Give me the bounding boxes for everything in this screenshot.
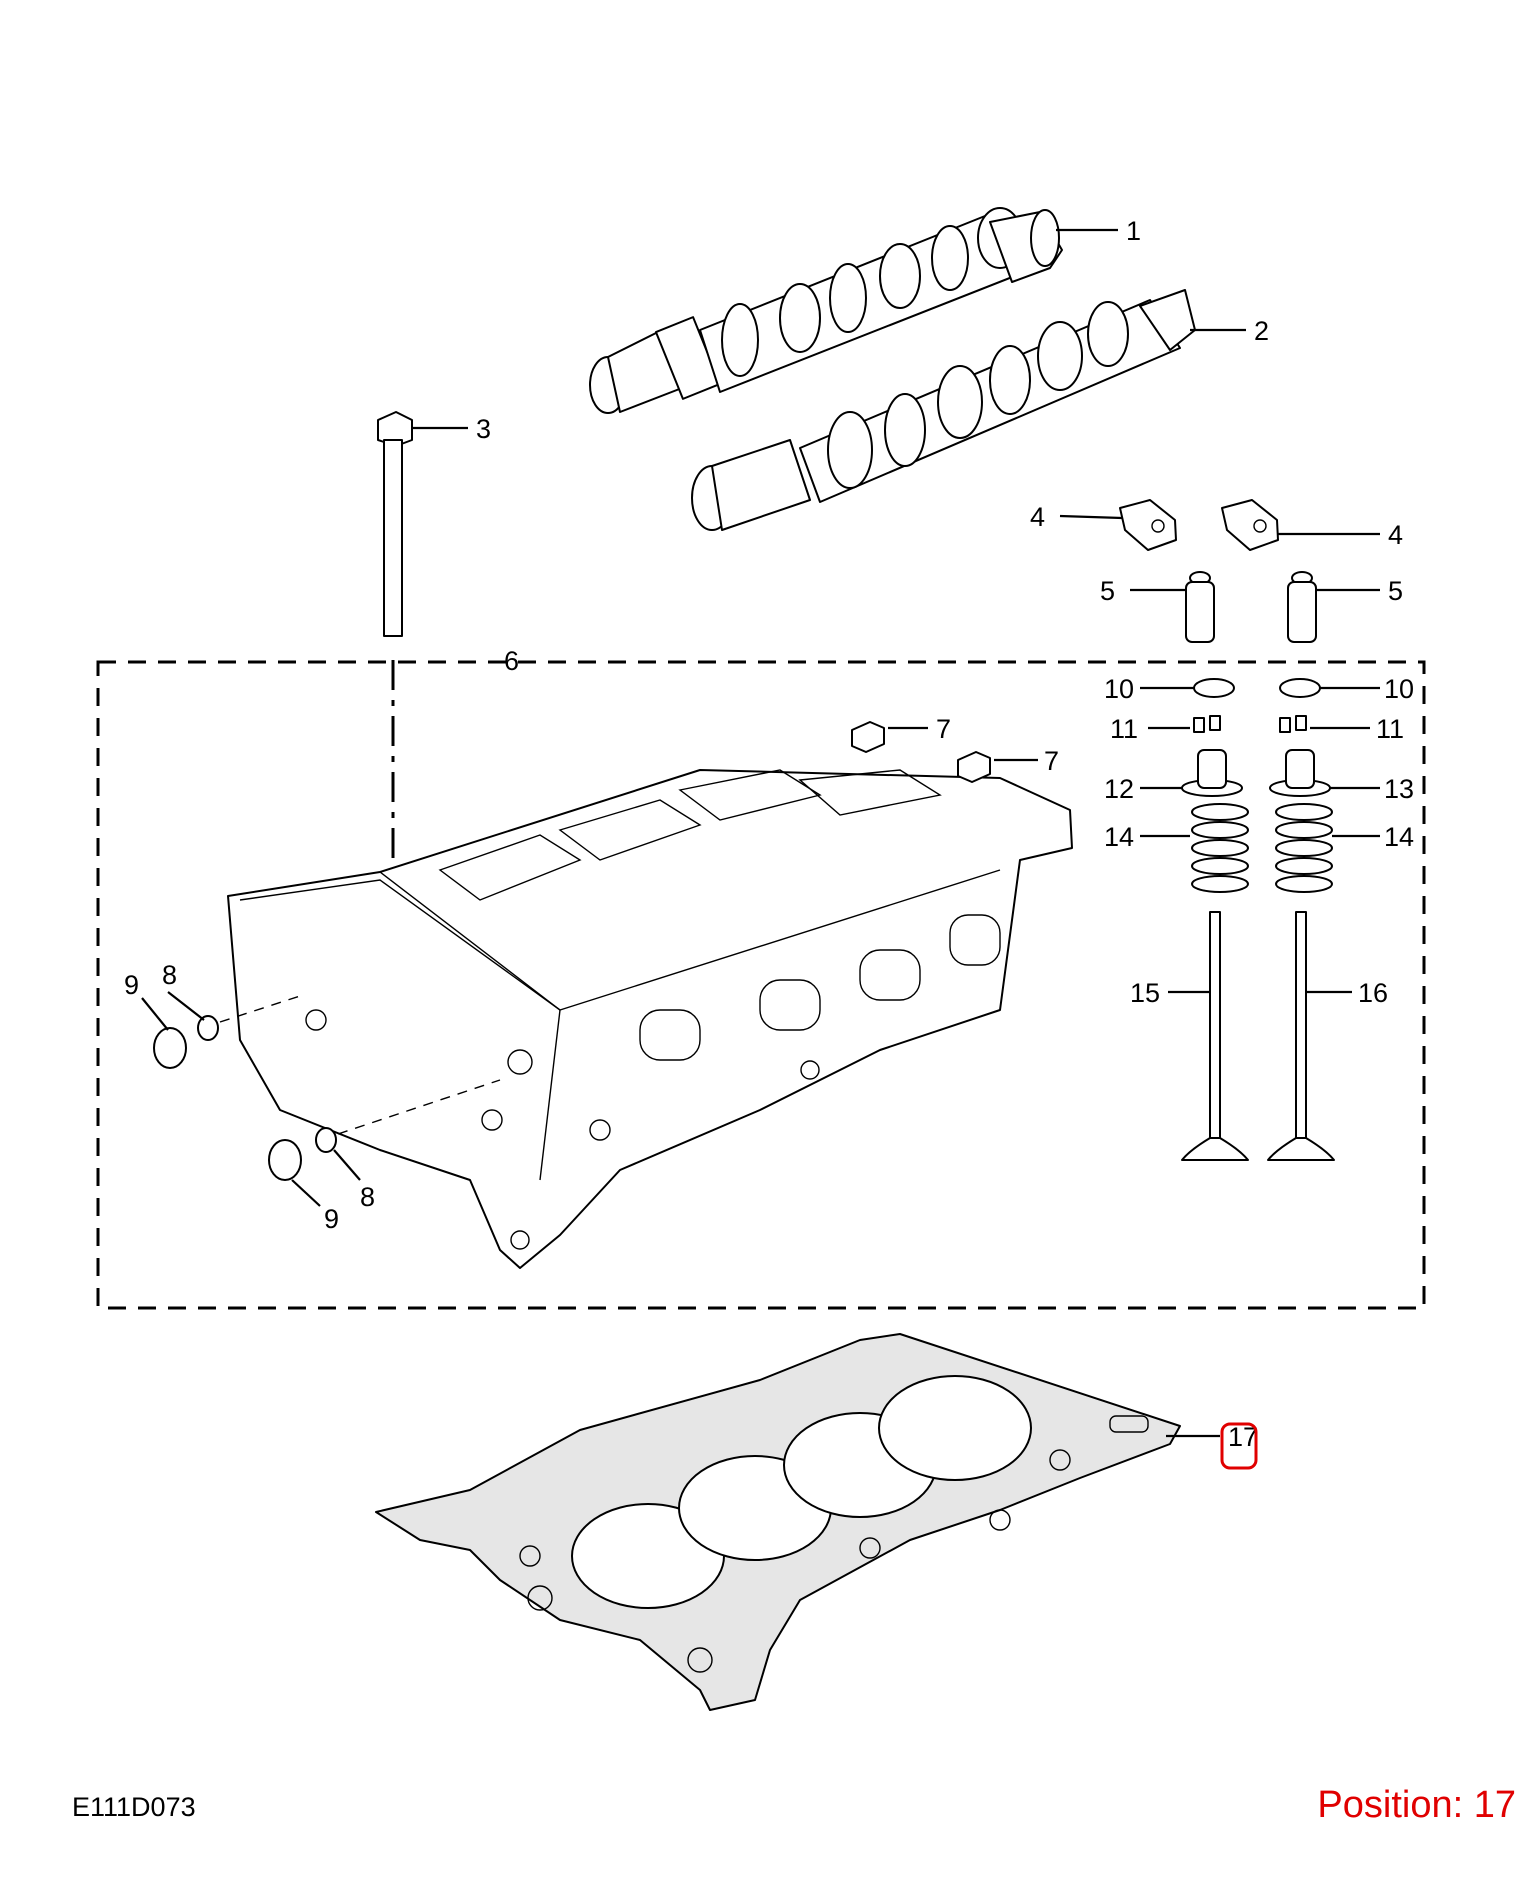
callout-14-right: 14 [1384, 822, 1414, 852]
callout-5-right: 5 [1388, 576, 1403, 606]
rocker-arm-left[interactable] [1119, 499, 1177, 551]
callout-11-left: 11 [1110, 714, 1138, 744]
valve-keepers-left[interactable] [1193, 715, 1221, 733]
callout-2: 2 [1254, 316, 1269, 346]
cylinder-head[interactable] [227, 769, 1073, 1269]
cylinder-head-bolt[interactable] [377, 411, 413, 637]
callout-3: 3 [476, 414, 491, 444]
hydraulic-lifter-right[interactable] [1287, 571, 1317, 643]
callout-14-left: 14 [1104, 822, 1134, 852]
callout-8-upper: 8 [162, 960, 177, 990]
seal-large-upper[interactable] [153, 1027, 187, 1069]
position-indicator: Position: 17 [1317, 1784, 1516, 1826]
seal-large-lower[interactable] [268, 1139, 302, 1181]
cylinder-head-assembly-boundary [96, 660, 1426, 1310]
callout-16: 16 [1358, 978, 1388, 1008]
callout-10-left: 10 [1104, 674, 1134, 704]
callout-6: 6 [504, 646, 519, 676]
valve-stem-seal-left[interactable] [1181, 749, 1243, 797]
rocker-arm-right[interactable] [1221, 499, 1279, 551]
callout-13: 13 [1384, 774, 1414, 804]
callout-10-right: 10 [1384, 674, 1414, 704]
callout-15: 15 [1130, 978, 1160, 1008]
valve-spring-right[interactable] [1275, 803, 1333, 893]
cylinder-head-gasket[interactable] [375, 1333, 1181, 1711]
callout-4-right: 4 [1388, 520, 1403, 550]
callout-9-upper: 9 [124, 970, 139, 1000]
diagram-code: E111D073 [72, 1792, 196, 1822]
valve-spring-left[interactable] [1191, 803, 1249, 893]
callout-4-left: 4 [1030, 502, 1045, 532]
callout-7-upper: 7 [936, 714, 951, 744]
callout-12: 12 [1104, 774, 1134, 804]
spring-retainer-left[interactable] [1193, 678, 1235, 698]
valve-keepers-right[interactable] [1279, 715, 1307, 733]
camshaft-lower[interactable] [691, 289, 1196, 531]
callout-11-right: 11 [1376, 714, 1404, 744]
callout-1: 1 [1126, 216, 1141, 246]
camshaft-upper[interactable] [589, 207, 1063, 414]
spring-retainer-right[interactable] [1279, 678, 1321, 698]
plug-upper[interactable] [851, 721, 885, 753]
hydraulic-lifter-left[interactable] [1185, 571, 1215, 643]
callout-9-lower: 9 [324, 1204, 339, 1234]
seal-small-upper[interactable] [197, 1015, 219, 1041]
seal-small-lower[interactable] [315, 1127, 337, 1153]
callout-7-lower: 7 [1044, 746, 1059, 776]
intake-valve[interactable] [1181, 911, 1249, 1161]
selected-position-highlight [1220, 1422, 1258, 1470]
callout-8-lower: 8 [360, 1182, 375, 1212]
callout-5-left: 5 [1100, 576, 1115, 606]
exhaust-valve[interactable] [1267, 911, 1335, 1161]
valve-stem-seal-right[interactable] [1269, 749, 1331, 797]
plug-lower[interactable] [957, 751, 991, 783]
